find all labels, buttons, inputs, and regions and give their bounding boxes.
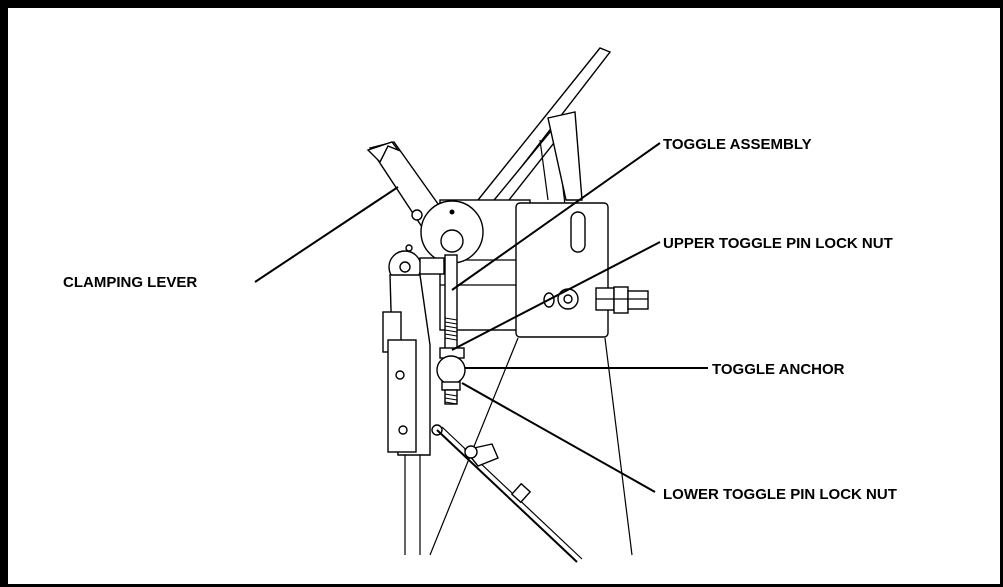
upper-rails <box>476 47 612 206</box>
label-toggle-assembly: TOGGLE ASSEMBLY <box>663 136 812 153</box>
side-bolt <box>595 286 649 314</box>
toggle-rod <box>444 254 458 356</box>
mounting-plate <box>515 202 609 338</box>
label-upper-toggle-pin-lock-nut: UPPER TOGGLE PIN LOCK NUT <box>663 235 893 252</box>
toggle-anchor-part <box>436 347 466 405</box>
label-clamping-lever: CLAMPING LEVER <box>63 274 197 291</box>
label-toggle-anchor: TOGGLE ANCHOR <box>712 361 845 378</box>
clamping-lever-arm <box>366 141 450 231</box>
label-lower-toggle-pin-lock-nut: LOWER TOGGLE PIN LOCK NUT <box>663 486 897 503</box>
left-arm <box>382 244 445 456</box>
lower-linkage <box>431 424 583 563</box>
leader-lines <box>254 142 708 493</box>
